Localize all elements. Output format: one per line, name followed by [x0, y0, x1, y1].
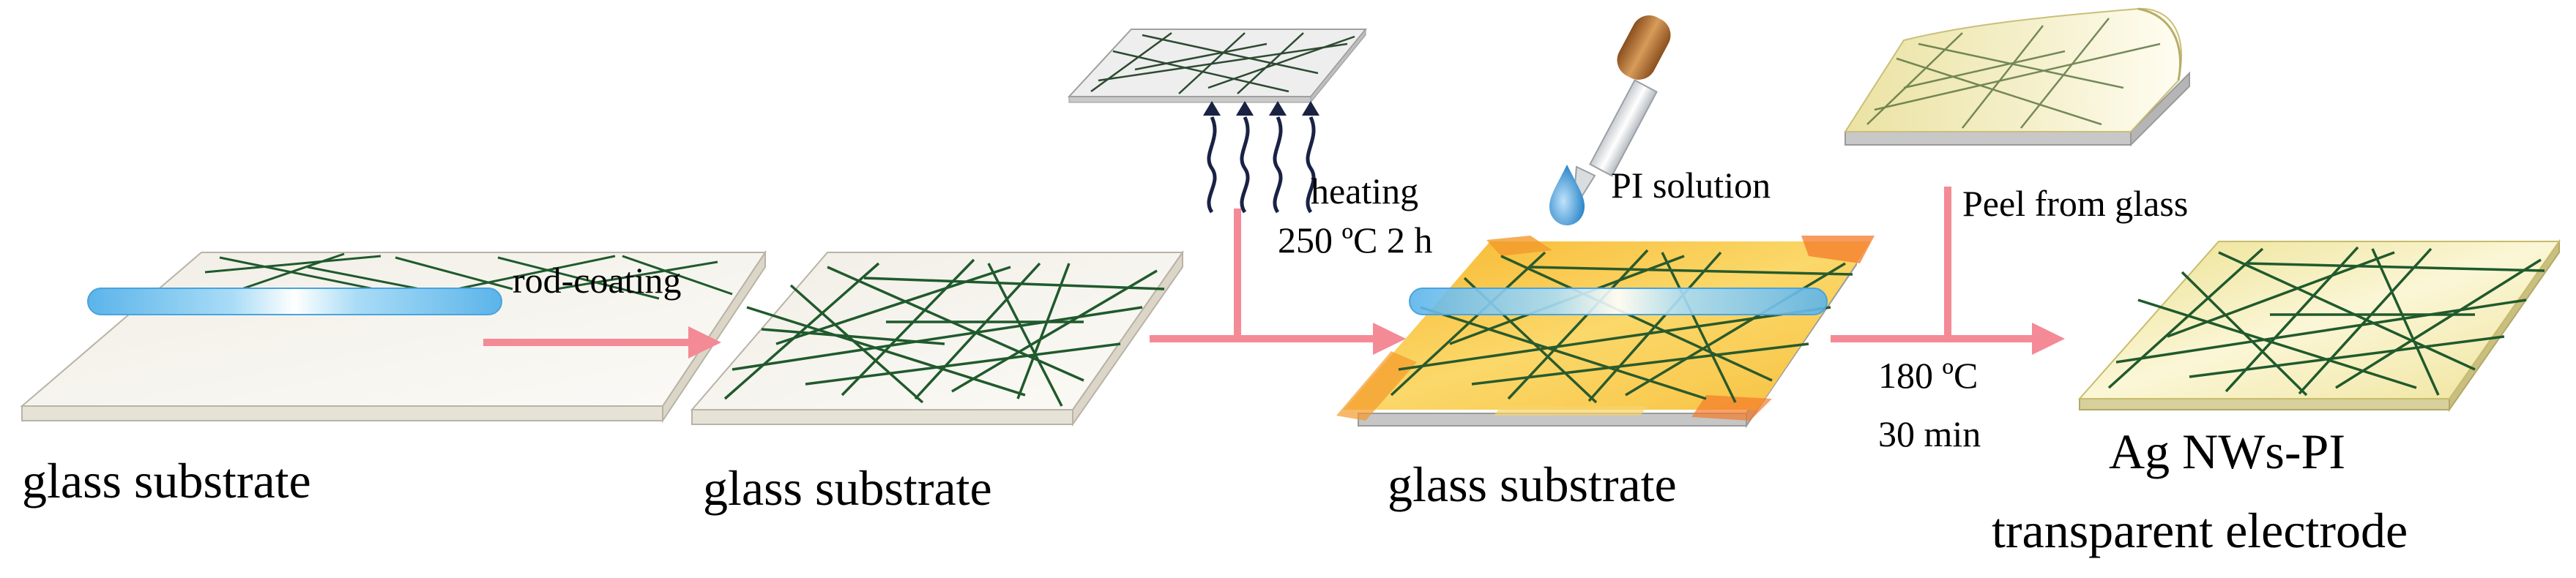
- heated-substrate: [1067, 28, 1368, 104]
- cure-time-label: 30 min: [1878, 413, 1981, 454]
- process-arrow-3: [1831, 187, 2065, 355]
- rod-coating-label: rod-coating: [513, 260, 681, 301]
- pi-solution-label: PI solution: [1611, 165, 1771, 206]
- substrate-label-step2: glass substrate: [703, 460, 992, 516]
- heating-label: heating: [1311, 170, 1418, 211]
- product-label-line2: transparent electrode: [1992, 503, 2408, 558]
- pi-film: [1336, 236, 1875, 421]
- heating-condition-label: 250 ºC 2 h: [1278, 219, 1432, 260]
- substrate-label-step3: glass substrate: [1388, 457, 1677, 512]
- peel-label: Peel from glass: [1962, 183, 2188, 224]
- substrate-label-step1: glass substrate: [22, 453, 311, 508]
- nanowire-network-step4: [2107, 246, 2545, 397]
- ag-nws-pi-electrode: [2077, 239, 2561, 413]
- glass-substrate-step1: [20, 249, 767, 424]
- product-label-line1: Ag NWs-PI: [2109, 424, 2345, 479]
- cure-temperature-label: 180 ºC: [1878, 355, 1978, 396]
- process-arrow-1: [483, 326, 721, 359]
- droplet-icon: [1549, 165, 1585, 225]
- peel-film-icon: [1844, 7, 2190, 147]
- glass-substrate-step2: [690, 249, 1184, 427]
- nanowire-network-step2: [723, 258, 1165, 407]
- heat-wave-icon: [1203, 101, 1319, 214]
- coating-rod-step3: [1409, 288, 1828, 315]
- nanowire-network-step3: [1390, 249, 1853, 404]
- process-arrow-2: [1150, 209, 1406, 355]
- glass-substrate-step3: [1336, 236, 1875, 429]
- coating-rod: [87, 288, 502, 315]
